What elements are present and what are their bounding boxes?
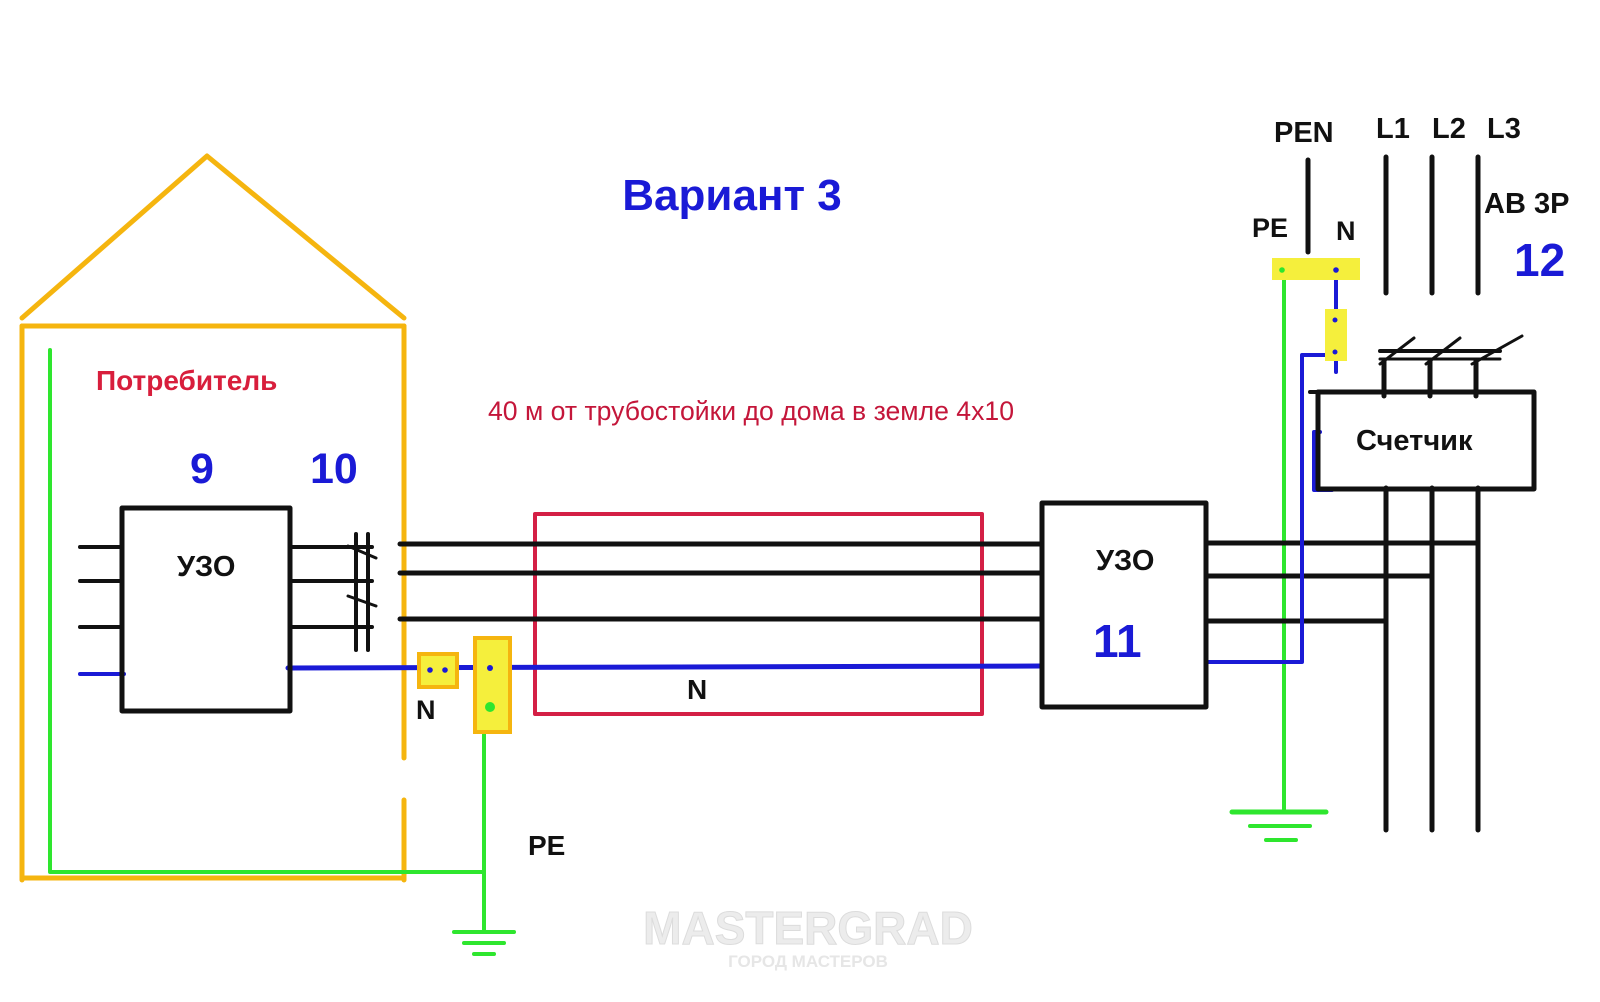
rcd-pole-box [1039, 500, 1209, 710]
supply-pen-label: PEN [1274, 117, 1334, 149]
rcd-house-box [119, 505, 293, 714]
house-pe-label: PE [528, 830, 565, 861]
supply-n-label: N [1336, 216, 1356, 246]
watermark-tagline: ГОРОД МАСТЕРОВ [728, 952, 888, 971]
pe-house-loop [48, 348, 486, 874]
meter-box [1315, 389, 1537, 492]
consumer-number-9: 9 [190, 445, 214, 493]
rcd-pole-label: УЗО [1096, 545, 1154, 577]
watermark: MASTERGRAD ГОРОД МАСТЕРОВ [643, 902, 974, 972]
phase-conductors [78, 154, 1524, 833]
supply-l1-label: L1 [1376, 113, 1410, 145]
ground-symbol-pole [1229, 809, 1329, 842]
breaker-number: 12 [1514, 234, 1565, 286]
breaker-label: АВ 3Р [1484, 188, 1569, 220]
pe-conductors [48, 268, 1329, 956]
diagram-title: Вариант 3 [622, 171, 841, 220]
cable-sheath [533, 512, 984, 716]
consumer-label: Потребитель [96, 365, 277, 396]
rcd-house-label: УЗО [177, 551, 235, 583]
terminal-n-pole [1325, 309, 1347, 361]
terminal-pe-house [473, 636, 512, 734]
terminal-pen-split [1272, 258, 1360, 280]
meter-label: Счетчик [1356, 425, 1473, 457]
terminal-n-house [417, 652, 459, 689]
terminal-pen-bar [1272, 258, 1360, 280]
watermark-brand: MASTERGRAD [643, 902, 973, 954]
cable-n-label: N [687, 674, 707, 705]
neutral-conductors [78, 268, 1338, 676]
house-n-label: N [416, 695, 436, 725]
house-outline [19, 153, 407, 883]
rcd-pole-number: 11 [1093, 615, 1142, 667]
supply-pe-label: PE [1252, 213, 1288, 243]
consumer-number-10: 10 [310, 445, 358, 493]
house-roof [19, 153, 407, 321]
supply-l3-label: L3 [1487, 113, 1521, 145]
supply-l2-label: L2 [1432, 113, 1466, 145]
cable-note: 40 м от трубостойки до дома в земле 4х10 [488, 396, 1014, 426]
ground-symbol-house [452, 930, 516, 956]
